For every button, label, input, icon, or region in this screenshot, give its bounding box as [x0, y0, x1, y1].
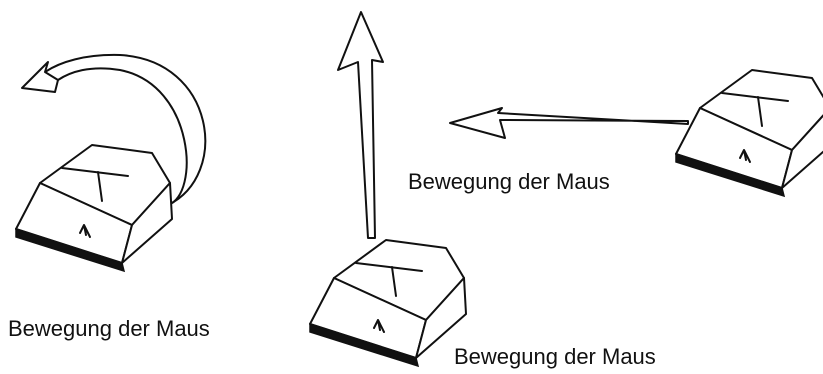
- curved-arrow-body-outline: [57, 67, 188, 206]
- right-mouse-group: [449, 69, 823, 197]
- mouse-icon: [15, 144, 173, 272]
- middle-mouse-group: [309, 11, 467, 367]
- caption-right: Bewegung der Maus: [408, 169, 610, 194]
- caption-left: Bewegung der Maus: [8, 316, 210, 341]
- left-mouse-group: [15, 53, 207, 272]
- curved-arrow-icon: [44, 53, 207, 206]
- caption-middle: Bewegung der Maus: [454, 344, 656, 369]
- curved-arrow-head-icon: [21, 61, 59, 93]
- mouse-icon: [675, 69, 823, 197]
- mouse-icon: [309, 239, 467, 367]
- up-arrow-icon: [337, 11, 384, 239]
- left-arrow-icon: [449, 107, 689, 139]
